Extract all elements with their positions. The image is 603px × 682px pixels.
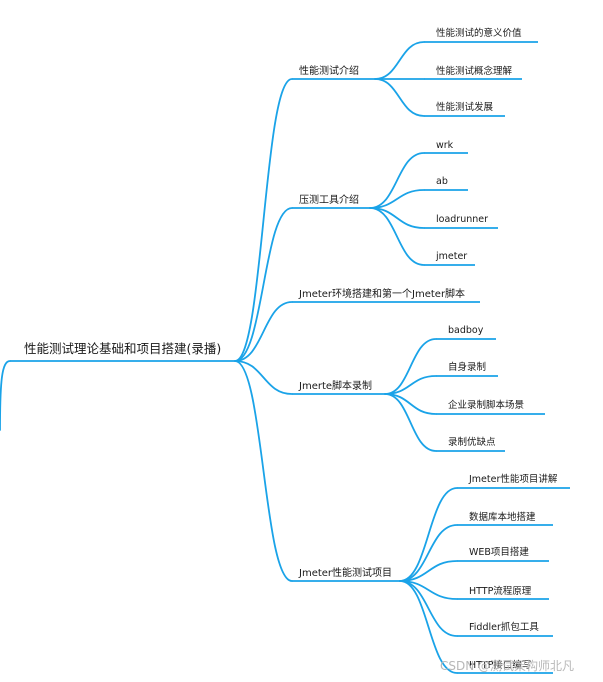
leaf-jmeter[interactable]: jmeter — [435, 251, 467, 262]
leaf-pros-cons[interactable]: 录制优缺点 — [448, 436, 496, 448]
leaf-badboy[interactable]: badboy — [448, 325, 484, 336]
leaf-enterprise-scenario[interactable]: 企业录制脚本场景 — [448, 399, 524, 411]
edge-branch-1-to-leaf-1 — [369, 189, 425, 209]
edge-root-to-branch-0 — [234, 78, 293, 362]
edge-root-to-branch-2 — [234, 301, 293, 362]
edge-branch-4-to-leaf-0 — [399, 487, 458, 582]
leaf-self-recording[interactable]: 自身录制 — [448, 361, 486, 373]
root-edge-left — [0, 360, 11, 431]
leaf-ab[interactable]: ab — [436, 176, 448, 187]
root-node[interactable]: 性能测试理论基础和项目搭建(录播) — [24, 341, 221, 356]
branch-jmeter-setup[interactable]: Jmeter环境搭建和第一个Jmeter脚本 — [298, 287, 465, 300]
leaf-project-explain[interactable]: Jmeter性能项目讲解 — [468, 473, 558, 485]
leaf-db-setup[interactable]: 数据库本地搭建 — [469, 511, 536, 523]
leaf-web-setup[interactable]: WEB项目搭建 — [469, 546, 529, 558]
edge-branch-3-to-leaf-1 — [384, 375, 437, 395]
branch-tools-intro[interactable]: 压测工具介绍 — [299, 193, 359, 206]
watermark: CSDN @测试架构师北凡 — [440, 658, 574, 673]
edge-root-to-branch-4 — [234, 360, 293, 582]
leaf-loadrunner[interactable]: loadrunner — [436, 214, 488, 225]
edge-root-to-branch-1 — [234, 207, 293, 362]
mindmap-edges — [234, 41, 570, 674]
leaf-fiddler[interactable]: Fiddler抓包工具 — [469, 621, 539, 633]
edge-branch-3-to-leaf-0 — [384, 338, 437, 395]
branch-performance-intro[interactable]: 性能测试介绍 — [299, 64, 359, 77]
edge-branch-4-to-leaf-2 — [399, 560, 458, 582]
leaf-concept-understanding[interactable]: 性能测试概念理解 — [436, 65, 513, 77]
edge-branch-3-to-leaf-3 — [384, 393, 437, 452]
edge-branch-1-to-leaf-0 — [369, 152, 425, 209]
leaf-meaning-value[interactable]: 性能测试的意义价值 — [436, 27, 522, 39]
edge-root-to-branch-3 — [234, 360, 293, 395]
edge-branch-0-to-leaf-2 — [374, 78, 425, 117]
branch-jmeter-project[interactable]: Jmeter性能测试项目 — [298, 566, 392, 579]
edge-branch-0-to-leaf-0 — [374, 41, 425, 80]
branch-jmeter-recording[interactable]: Jmerte脚本录制 — [298, 379, 372, 392]
leaf-wrk[interactable]: wrk — [436, 140, 454, 151]
leaf-development[interactable]: 性能测试发展 — [436, 101, 494, 113]
edge-branch-4-to-leaf-5 — [399, 580, 458, 674]
edge-branch-4-to-leaf-1 — [399, 524, 458, 582]
leaf-http-flow[interactable]: HTTP流程原理 — [469, 585, 532, 597]
edge-branch-1-to-leaf-3 — [369, 207, 425, 266]
leaf-http-interface[interactable]: HTTP接口编写 — [469, 659, 531, 671]
